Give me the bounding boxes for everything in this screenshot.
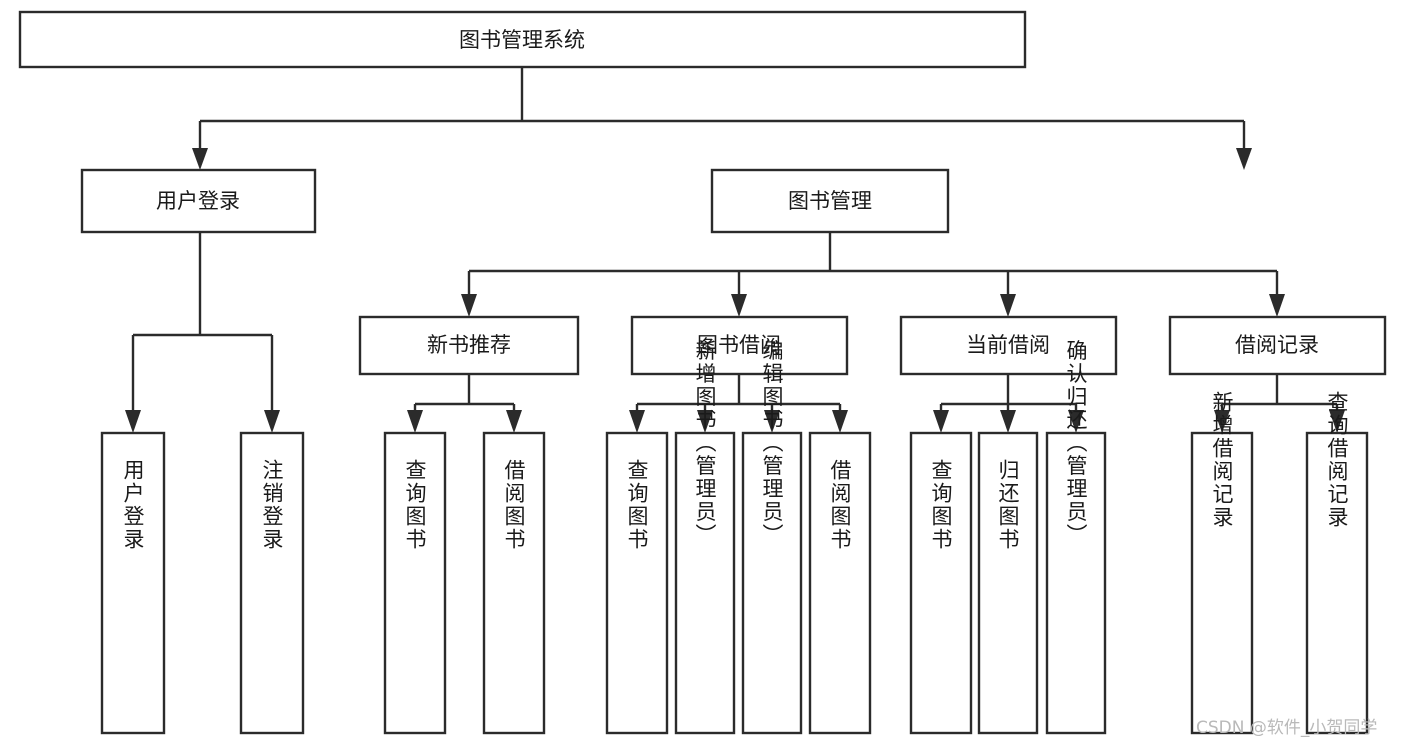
- arrow-to-leaf-confirm-return: [1068, 410, 1084, 433]
- node-leaf-logout[interactable]: 注销登录: [239, 431, 305, 735]
- node-new-book-recommend-label: 新书推荐: [427, 333, 511, 357]
- node-leaf-user-login-box[interactable]: [100, 431, 166, 735]
- arrow-to-user-login: [192, 148, 208, 170]
- arrow-to-leaf-borrow-book-2: [832, 410, 848, 433]
- node-current-borrow[interactable]: 当前借阅: [899, 315, 1118, 376]
- node-leaf-return-book-label: 归还图书: [996, 459, 1020, 551]
- node-leaf-user-login-label: 用户登录: [121, 459, 145, 551]
- node-root[interactable]: 图书管理系统: [18, 10, 1027, 69]
- node-book-management-label: 图书管理: [788, 189, 872, 213]
- node-leaf-logout-label: 注销登录: [260, 459, 284, 551]
- node-leaf-return-book[interactable]: 归还图书: [977, 431, 1039, 735]
- node-leaf-query-book-3-box[interactable]: [909, 431, 973, 735]
- arrow-to-leaf-query-record: [1329, 410, 1345, 433]
- node-leaf-add-record-box[interactable]: [1190, 431, 1254, 735]
- arrow-to-leaf-query-book-1: [407, 410, 423, 433]
- node-book-management[interactable]: 图书管理: [710, 168, 950, 234]
- arrow-to-book-borrow: [731, 294, 747, 317]
- arrow-to-leaf-query-book-3: [933, 410, 949, 433]
- node-borrow-record[interactable]: 借阅记录: [1168, 315, 1387, 376]
- arrow-to-leaf-logout: [264, 410, 280, 433]
- node-leaf-borrow-book-2-box[interactable]: [808, 431, 872, 735]
- node-book-borrow[interactable]: 图书借阅: [630, 315, 849, 376]
- node-leaf-query-book-1[interactable]: 查询图书: [383, 431, 447, 735]
- node-leaf-user-login[interactable]: 用户登录: [100, 431, 166, 735]
- node-leaf-borrow-book-2-label: 借阅图书: [828, 459, 852, 551]
- arrow-to-book-management: [1236, 148, 1252, 170]
- node-leaf-add-book-box[interactable]: [674, 431, 736, 735]
- node-leaf-add-record[interactable]: 新增借阅记录: [1190, 391, 1254, 735]
- node-leaf-edit-book[interactable]: 编辑图书（管理员）: [741, 340, 803, 735]
- node-leaf-edit-book-box[interactable]: [741, 431, 803, 735]
- csdn-watermark: CSDN @软件_小贺同学: [1196, 718, 1377, 738]
- node-book-management-box[interactable]: [710, 168, 950, 234]
- node-user-login[interactable]: 用户登录: [80, 168, 317, 234]
- node-book-borrow-label: 图书借阅: [697, 333, 781, 357]
- node-user-login-box[interactable]: [80, 168, 317, 234]
- arrow-to-current-borrow: [1000, 294, 1016, 317]
- connector-layer: [125, 67, 1345, 433]
- node-leaf-query-book-2-box[interactable]: [605, 431, 669, 735]
- node-leaf-query-book-1-label: 查询图书: [403, 459, 427, 551]
- node-leaf-query-record-box[interactable]: [1305, 431, 1369, 735]
- node-leaf-query-record-label: 查询借阅记录: [1325, 391, 1349, 529]
- node-borrow-record-label: 借阅记录: [1235, 333, 1319, 357]
- arrow-to-leaf-return-book: [1000, 410, 1016, 433]
- node-new-book-recommend[interactable]: 新书推荐: [358, 315, 580, 376]
- node-root-box[interactable]: [18, 10, 1027, 69]
- arrow-to-leaf-edit-book: [764, 410, 780, 433]
- node-current-borrow-label: 当前借阅: [966, 333, 1050, 357]
- node-leaf-query-book-3[interactable]: 查询图书: [909, 431, 973, 735]
- node-leaf-logout-box[interactable]: [239, 431, 305, 735]
- node-book-borrow-box[interactable]: [630, 315, 849, 376]
- node-leaf-query-book-2-label: 查询图书: [625, 459, 649, 551]
- arrow-to-leaf-borrow-book-1: [506, 410, 522, 433]
- node-leaf-add-book[interactable]: 新增图书（管理员）: [674, 340, 736, 735]
- node-current-borrow-box[interactable]: [899, 315, 1118, 376]
- node-borrow-record-box[interactable]: [1168, 315, 1387, 376]
- node-leaf-query-record[interactable]: 查询借阅记录: [1305, 391, 1369, 735]
- node-root-label: 图书管理系统: [459, 28, 585, 52]
- node-leaf-add-record-label: 新增借阅记录: [1210, 391, 1234, 529]
- node-leaf-borrow-book-1[interactable]: 借阅图书: [482, 431, 546, 735]
- arrow-to-new-book-recommend: [461, 294, 477, 317]
- arrow-to-leaf-query-book-2: [629, 410, 645, 433]
- node-leaf-edit-book-label: 编辑图书（管理员）: [760, 340, 784, 547]
- node-leaf-borrow-book-2[interactable]: 借阅图书: [808, 431, 872, 735]
- node-leaf-confirm-return-box[interactable]: [1045, 431, 1107, 735]
- arrow-to-leaf-user-login: [125, 410, 141, 433]
- node-leaf-query-book-3-label: 查询图书: [929, 459, 953, 551]
- node-new-book-recommend-box[interactable]: [358, 315, 580, 376]
- node-leaf-query-book-2[interactable]: 查询图书: [605, 431, 669, 735]
- node-leaf-return-book-box[interactable]: [977, 431, 1039, 735]
- node-leaf-confirm-return[interactable]: 确认归还（管理员）: [1045, 340, 1107, 735]
- node-leaf-query-book-1-box[interactable]: [383, 431, 447, 735]
- node-leaf-borrow-book-1-box[interactable]: [482, 431, 546, 735]
- node-leaf-confirm-return-label: 确认归还（管理员）: [1064, 340, 1088, 547]
- node-user-login-label: 用户登录: [156, 189, 240, 213]
- arrow-to-leaf-add-record: [1214, 410, 1230, 433]
- arrow-to-leaf-add-book: [697, 410, 713, 433]
- arrow-to-borrow-record: [1269, 294, 1285, 317]
- node-leaf-borrow-book-1-label: 借阅图书: [502, 459, 526, 551]
- node-leaf-add-book-label: 新增图书（管理员）: [693, 340, 717, 547]
